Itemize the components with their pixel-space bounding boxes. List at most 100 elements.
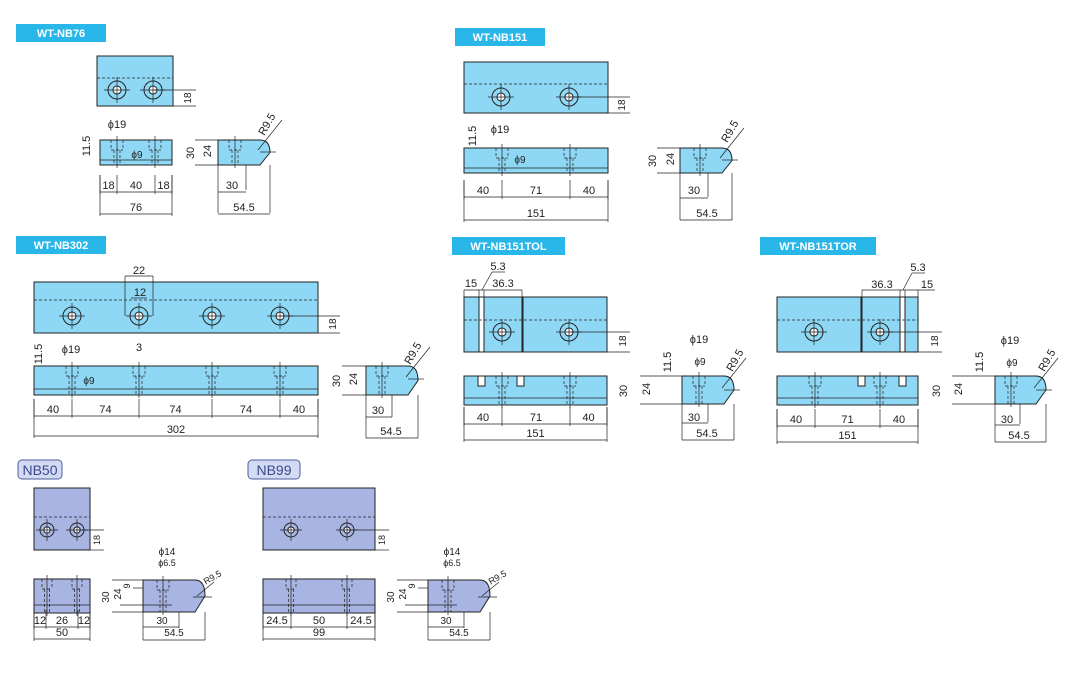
notch <box>898 375 907 387</box>
dimension-label: ϕ9 <box>694 357 706 368</box>
dimension-label: 30 <box>185 147 197 159</box>
dimension-label: 30 <box>440 616 452 627</box>
dimension-line <box>719 127 745 159</box>
dimension-label: ϕ9 <box>514 155 526 166</box>
dimension-label: 24 <box>202 145 214 157</box>
part-outline <box>463 375 608 406</box>
dimension-label: ϕ19 <box>491 124 509 136</box>
dimension-label: 24 <box>398 588 409 600</box>
dimension-label: 54.5 <box>449 628 469 639</box>
dimension-label: 3 <box>136 342 142 354</box>
dimension-label: 30 <box>226 180 238 192</box>
dimension-line <box>481 271 493 291</box>
dimension-label: 50 <box>56 627 68 639</box>
dimension-label: ϕ9 <box>1006 358 1018 369</box>
dimension-label: R9.5 <box>1036 347 1058 373</box>
dimension-label: 40 <box>477 412 489 424</box>
dimension-label: 18 <box>328 318 339 330</box>
dimension-label: 24 <box>113 588 124 600</box>
dimension-label: R9.5 <box>202 568 223 586</box>
dimension-label: 12 <box>134 287 146 299</box>
part-outline <box>463 147 609 174</box>
dimension-label: 30 <box>931 385 943 397</box>
dimension-label: 71 <box>530 412 542 424</box>
dimension-label: 18 <box>183 92 194 104</box>
dimension-label: 11.5 <box>81 136 93 157</box>
dimension-label: 30 <box>647 155 659 167</box>
dimension-label: ϕ9 <box>131 150 143 161</box>
dimension-line <box>405 346 431 378</box>
dimension-label: ϕ14 <box>444 547 461 558</box>
dimension-label: ϕ19 <box>690 334 708 346</box>
dimension-label: 151 <box>526 428 544 440</box>
dimension-label: 74 <box>99 404 111 416</box>
dimension-label: 15 <box>465 278 477 290</box>
dimension-label: 18 <box>92 535 102 545</box>
dimension-label: 30 <box>618 385 630 397</box>
part-outline <box>99 139 173 166</box>
dimension-line <box>481 581 500 597</box>
dimension-label: ϕ14 <box>159 547 176 558</box>
side-profile <box>427 579 491 613</box>
dimension-label: 30 <box>688 185 700 197</box>
dimension-label: 18 <box>102 180 114 192</box>
dimension-label: 18 <box>930 335 941 347</box>
part-outline <box>463 61 609 114</box>
notch <box>857 375 866 387</box>
dimension-label: 5.3 <box>490 261 505 273</box>
dimension-label: 30 <box>156 616 168 627</box>
dimension-label: 24 <box>953 383 965 395</box>
dimension-label: R9.5 <box>256 111 278 137</box>
part-outline <box>776 375 919 406</box>
dimension-label: 24 <box>348 373 360 385</box>
dimension-label: 40 <box>893 414 905 426</box>
dimension-label: 40 <box>477 185 489 197</box>
dimension-label: 24 <box>641 383 653 395</box>
model-label-bg <box>247 459 301 480</box>
dimension-label: 54.5 <box>1008 430 1029 442</box>
dimension-label: 30 <box>1001 414 1013 426</box>
dimension-line <box>721 357 747 389</box>
dimension-label: 76 <box>130 202 142 214</box>
model-label: NB50 <box>22 462 57 478</box>
dimension-label: 12 <box>34 615 46 627</box>
dimension-label: 151 <box>527 208 545 220</box>
model-label: NB99 <box>256 462 291 478</box>
slot <box>899 296 906 353</box>
notch <box>516 375 525 387</box>
dimension-label: 36.3 <box>871 279 892 291</box>
side-profile <box>365 365 419 396</box>
dimension-label: 40 <box>582 412 594 424</box>
dimension-label: 30 <box>372 405 384 417</box>
dimension-label: 24.5 <box>266 615 287 627</box>
dimension-label: ϕ19 <box>1001 335 1019 347</box>
dimension-line <box>1033 357 1059 389</box>
dimension-label: 18 <box>618 335 629 347</box>
part-outline <box>33 578 91 614</box>
dimension-line <box>196 581 215 597</box>
dimension-line <box>257 119 283 151</box>
part-outline <box>262 578 376 614</box>
model-label: WT-NB151TOL <box>470 241 546 253</box>
dimension-label: 54.5 <box>164 628 184 639</box>
dimension-label: 50 <box>313 615 325 627</box>
part-outline <box>33 281 319 334</box>
model-label-bg <box>452 237 565 255</box>
dimension-label: 30 <box>386 591 397 603</box>
part-outline <box>463 296 523 353</box>
part-outline <box>861 296 919 353</box>
dimension-label: 99 <box>313 627 325 639</box>
side-profile <box>142 579 206 613</box>
model-label-bg <box>16 24 106 42</box>
dimension-label: 74 <box>169 404 181 416</box>
dimension-label: 26 <box>56 615 68 627</box>
dimension-label: 74 <box>240 404 252 416</box>
dimension-label: 36.3 <box>492 278 513 290</box>
dimension-label: R9.5 <box>402 340 424 366</box>
dimension-label: 15 <box>921 279 933 291</box>
